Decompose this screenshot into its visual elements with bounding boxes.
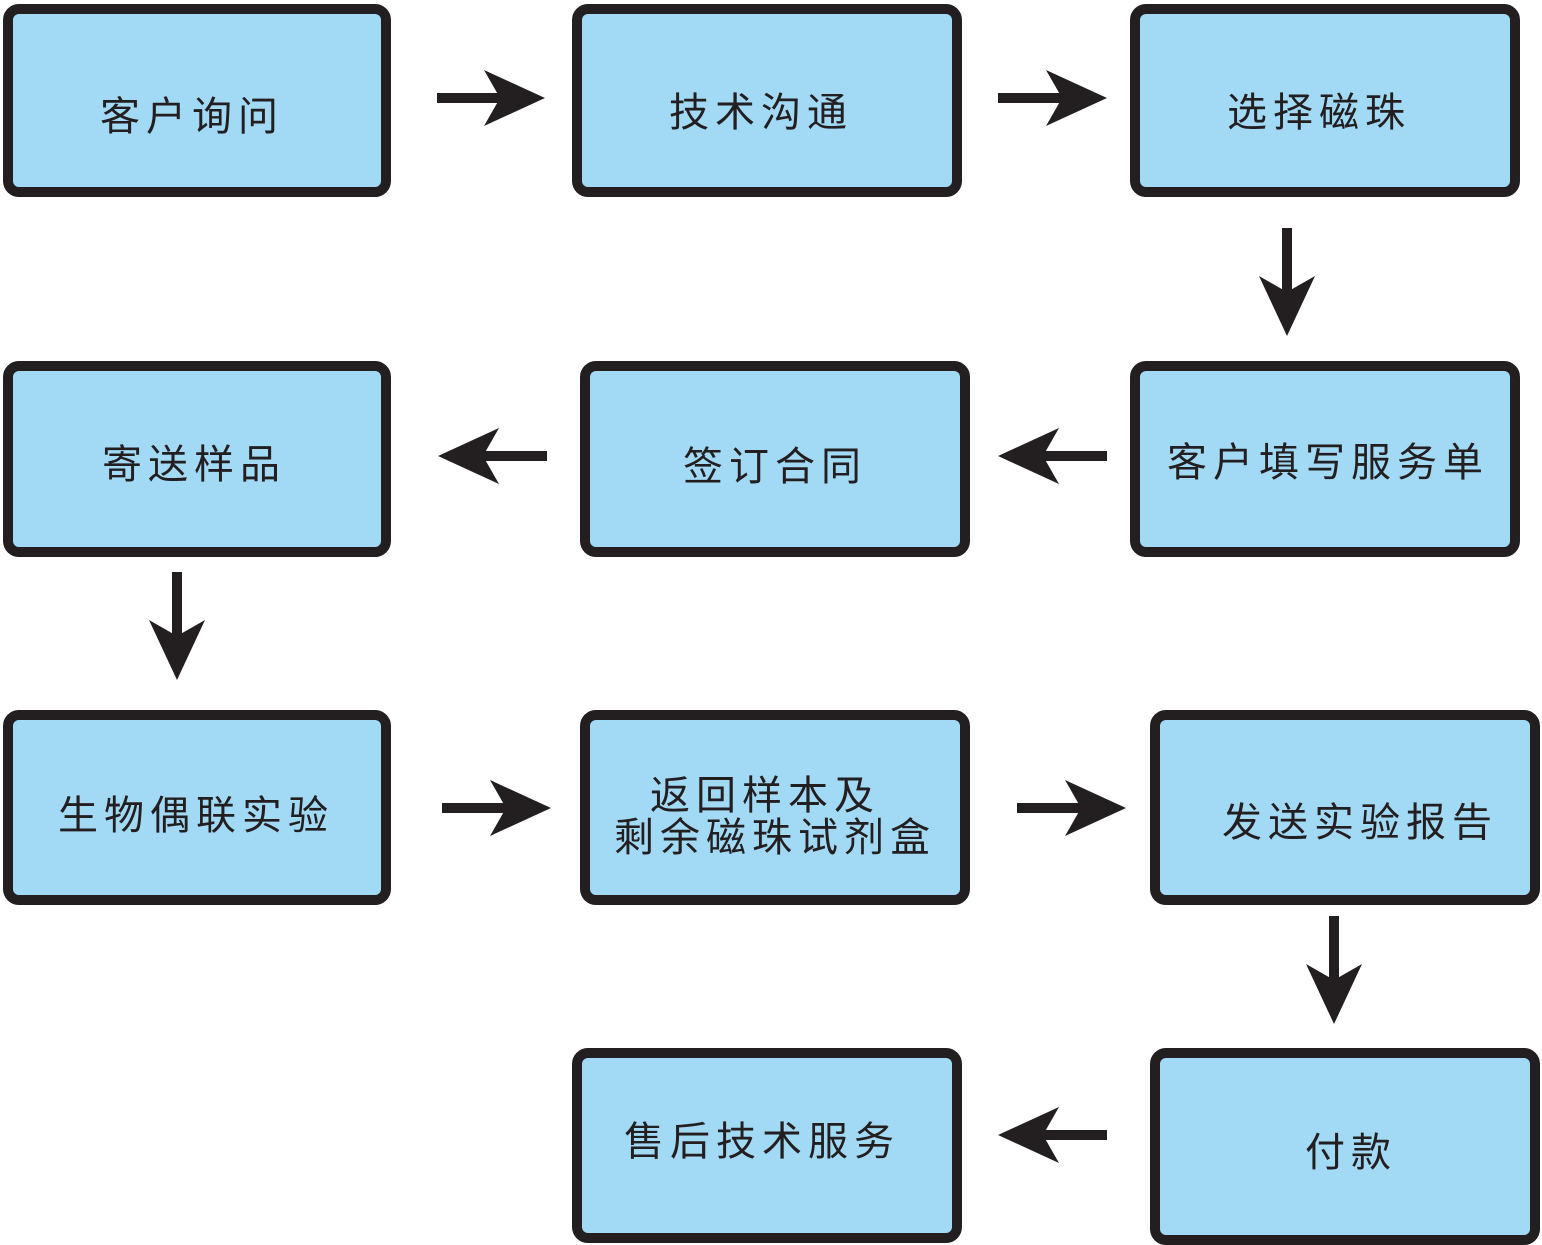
arrow-down-icon	[149, 572, 205, 680]
step-box-inquiry: 客户询问	[3, 4, 391, 197]
step-label-service-form: 客户填写服务单	[1167, 440, 1489, 486]
step-label-sign-contract: 签订合同	[683, 444, 867, 490]
arrow-right-icon	[437, 70, 545, 126]
step-label-send-report: 发送实验报告	[1222, 800, 1498, 846]
step-box-return-samples: 返回样本及 剩余磁珠试剂盒	[580, 710, 970, 905]
step-box-select-beads: 选择磁珠	[1130, 4, 1520, 197]
arrow-right-icon	[1017, 780, 1126, 836]
step-box-bio-coupling: 生物偶联实验	[3, 710, 391, 905]
step-label-payment: 付款	[1305, 1130, 1397, 1176]
step-label-tech-communication: 技术沟通	[669, 90, 853, 136]
step-label-bio-coupling: 生物偶联实验	[58, 793, 334, 839]
step-box-after-sales: 售后技术服务	[572, 1048, 962, 1243]
step-box-send-samples: 寄送样品	[3, 361, 391, 557]
step-label-return-samples: 返回样本及 剩余磁珠试剂盒	[590, 775, 960, 859]
step-box-tech-communication: 技术沟通	[572, 4, 962, 197]
arrow-right-icon	[442, 780, 551, 836]
step-box-service-form: 客户填写服务单	[1130, 361, 1520, 557]
arrow-down-icon	[1306, 916, 1362, 1024]
arrow-left-icon	[998, 428, 1107, 484]
step-box-send-report: 发送实验报告	[1150, 710, 1540, 905]
step-label-return-samples-line2: 剩余磁珠试剂盒	[614, 815, 936, 861]
arrow-right-icon	[998, 70, 1107, 126]
step-label-select-beads: 选择磁珠	[1227, 90, 1411, 136]
step-label-inquiry: 客户询问	[100, 94, 284, 140]
step-box-sign-contract: 签订合同	[580, 361, 970, 557]
arrow-left-icon	[438, 428, 547, 484]
step-label-send-samples: 寄送样品	[102, 442, 286, 488]
arrow-down-icon	[1259, 228, 1315, 336]
step-label-return-samples-line1: 返回样本及	[650, 773, 880, 819]
arrow-left-icon	[998, 1107, 1107, 1163]
step-box-payment: 付款	[1150, 1048, 1540, 1245]
step-label-after-sales: 售后技术服务	[624, 1119, 900, 1165]
